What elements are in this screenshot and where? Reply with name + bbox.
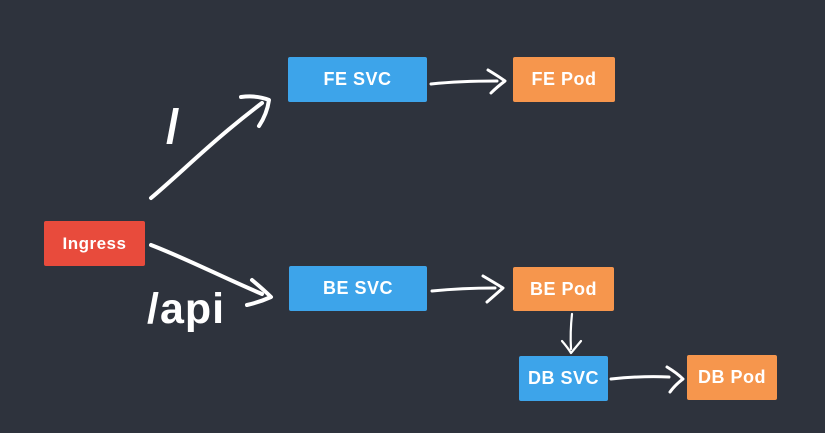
- arrow-head: [486, 68, 507, 95]
- arrow-shaft: [429, 79, 499, 86]
- arrow-head: [560, 339, 583, 355]
- node-fe-svc-label: FE SVC: [323, 69, 392, 89]
- arrow-head: [665, 365, 685, 394]
- arrow-fe-svc-to-fe-pod: [429, 68, 507, 95]
- node-fe-pod: FE Pod: [513, 57, 615, 102]
- node-be-pod-label: BE Pod: [529, 278, 597, 299]
- node-db-svc-label: DB SVC: [527, 368, 599, 388]
- node-db-pod-label: DB Pod: [698, 367, 766, 387]
- arrow-head: [239, 94, 271, 128]
- arrow-head: [481, 274, 505, 304]
- node-be-pod: BE Pod: [513, 267, 614, 311]
- node-be-svc: BE SVC: [289, 266, 427, 311]
- arrow-shaft: [569, 312, 574, 351]
- node-db-svc: DB SVC: [519, 356, 608, 401]
- node-db-pod: DB Pod: [687, 355, 777, 400]
- arrow-be-pod-to-db-svc: [560, 312, 583, 355]
- arrow-shaft: [430, 286, 497, 293]
- route-label-api: /api: [147, 285, 226, 333]
- arrow-be-svc-to-be-pod: [430, 274, 505, 304]
- route-label-root: /: [166, 101, 180, 154]
- arrow-db-svc-to-db-pod: [609, 365, 685, 394]
- node-ingress: Ingress: [44, 221, 145, 266]
- node-ingress-label: Ingress: [62, 233, 127, 253]
- node-be-svc-label: BE SVC: [322, 278, 394, 298]
- node-fe-svc: FE SVC: [288, 57, 427, 102]
- arrow-head: [245, 278, 273, 307]
- node-fe-pod-label: FE Pod: [531, 69, 597, 89]
- arrow-shaft: [609, 375, 671, 381]
